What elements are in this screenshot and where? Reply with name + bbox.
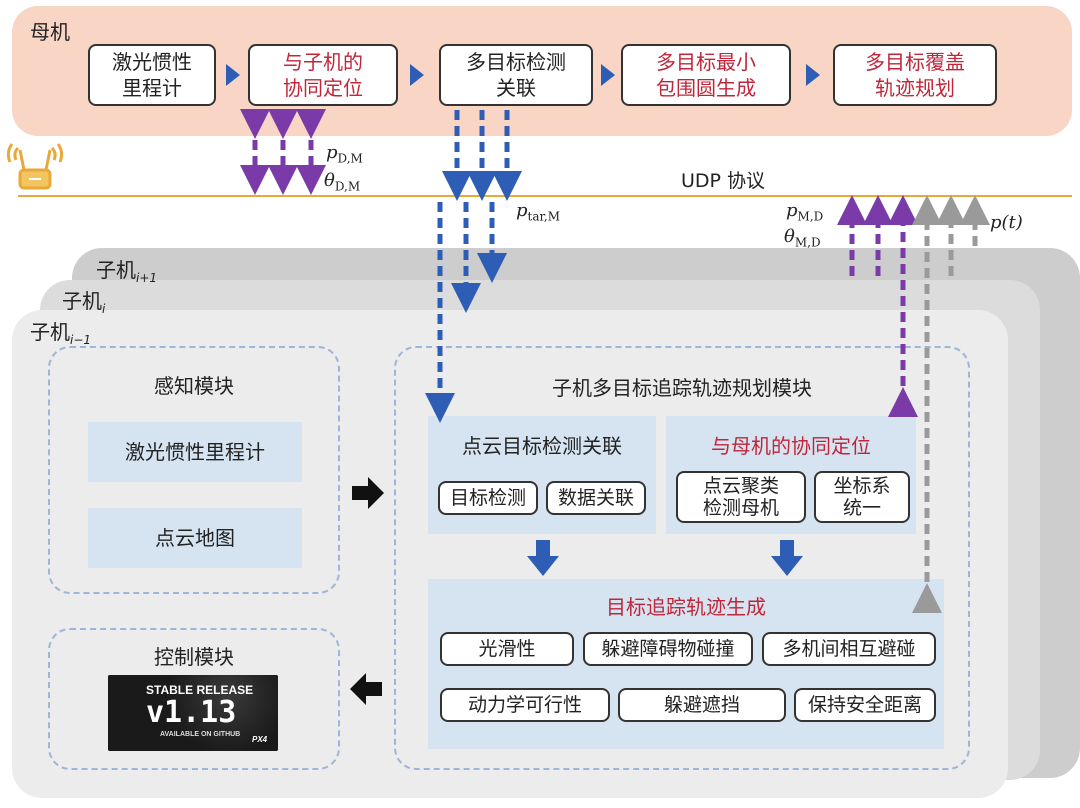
planning-module (394, 346, 970, 770)
frame-unification: 坐标系 统一 (814, 471, 910, 523)
detection-title: 点云目标检测关联 (462, 434, 622, 458)
constraint-occlusion-avoidance: 躲避遮挡 (618, 688, 786, 722)
internal-block-arrows (527, 540, 803, 576)
perception-module (48, 346, 340, 594)
constraint-smoothness: 光滑性 (440, 632, 574, 666)
perception-item-pointcloud-map: 点云地图 (88, 508, 302, 568)
theta-d-m-label: θD,M (324, 170, 361, 194)
flow-arrow (601, 64, 615, 86)
blue-down-arrows-mother (442, 110, 522, 201)
constraint-obstacle-avoidance: 躲避障碍物碰撞 (583, 632, 753, 666)
udp-protocol-label: UDP 协议 (681, 170, 766, 192)
router-icon (6, 143, 64, 190)
p-t-label: p(t) (990, 212, 1023, 233)
planning-title: 子机多目标追踪轨迹规划模块 (552, 376, 812, 400)
trajectory-title: 目标追踪轨迹生成 (606, 595, 766, 619)
flow-arrow (226, 64, 240, 86)
mother-box-coop-localization: 与子机的 协同定位 (248, 44, 398, 106)
control-module (48, 628, 340, 770)
flow-arrow (410, 64, 424, 86)
theta-m-d-label: θM,D (784, 226, 821, 250)
px4-release-badge: STABLE RELEASE v1.13 AVAILABLE ON GITHUB… (108, 675, 278, 751)
child-label-front: 子机i−1 (30, 320, 92, 347)
target-detection: 目标检测 (438, 481, 538, 515)
control-title: 控制模块 (154, 645, 234, 669)
cluster-detect-mother: 点云聚类 检测母机 (676, 471, 806, 523)
gray-arrows-pt (912, 195, 990, 613)
mother-title: 母机 (30, 20, 70, 44)
purple-up-arrows-child (837, 195, 918, 417)
mother-box-coverage: 多目标覆盖 轨迹规划 (833, 44, 997, 106)
module-block-arrows (350, 477, 384, 705)
constraint-inter-drone-avoidance: 多机间相互避碰 (762, 632, 936, 666)
constraint-safe-distance: 保持安全距离 (794, 688, 936, 722)
p-m-d-label: pM,D (786, 200, 824, 224)
data-association: 数据关联 (546, 481, 646, 515)
mother-box-lio: 激光惯性 里程计 (88, 44, 216, 106)
child-label-mid: 子机i (62, 289, 106, 316)
flow-arrow (806, 64, 820, 86)
coop-title: 与母机的协同定位 (711, 434, 871, 458)
purple-link-arrows (240, 109, 326, 195)
perception-item-lio: 激光惯性里程计 (88, 422, 302, 482)
p-d-m-label: pD,M (326, 142, 363, 166)
blue-down-arrows-child (425, 202, 507, 423)
mother-box-detection: 多目标检测 关联 (439, 44, 593, 106)
p-tar-m-label: ptar,M (516, 200, 561, 224)
child-label-back: 子机i+1 (96, 258, 158, 285)
mother-box-min-circle: 多目标最小 包围圆生成 (621, 44, 791, 106)
constraint-dynamic-feasibility: 动力学可行性 (440, 688, 610, 722)
perception-title: 感知模块 (154, 374, 234, 398)
